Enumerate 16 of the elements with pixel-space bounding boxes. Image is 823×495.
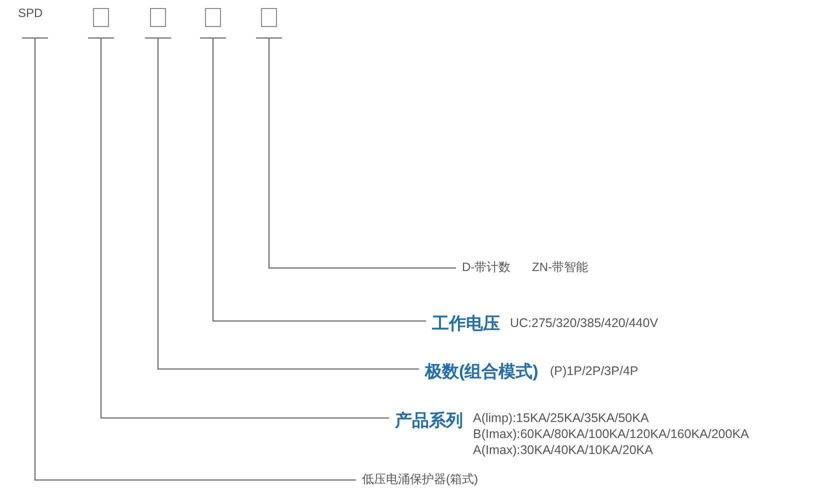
- code-placeholder-box: [150, 8, 166, 27]
- product-description: 低压电涌保护器(箱式): [362, 471, 478, 488]
- field-heading: 产品系列: [395, 410, 463, 432]
- field-options: A(limp):15KA/25KA/35KA/50KA: [473, 411, 649, 425]
- field-options: A(Imax):30KA/40KA/10KA/20KA: [473, 443, 653, 457]
- model-code: SPD: [18, 6, 43, 20]
- field-options: B(Imax):60KA/80KA/100KA/120KA/160KA/200KA: [473, 427, 749, 441]
- option-text: ZN-带智能: [532, 259, 588, 276]
- code-placeholder-box: [205, 8, 221, 27]
- field-heading: 工作电压: [432, 313, 500, 335]
- field-options: UC:275/320/385/420/440V: [510, 316, 658, 330]
- field-heading: 极数(组合模式): [425, 361, 538, 383]
- field-options: (P)1P/2P/3P/4P: [550, 364, 638, 378]
- option-text: D-带计数: [462, 259, 511, 276]
- code-placeholder-box: [261, 8, 277, 27]
- code-placeholder-box: [93, 8, 109, 27]
